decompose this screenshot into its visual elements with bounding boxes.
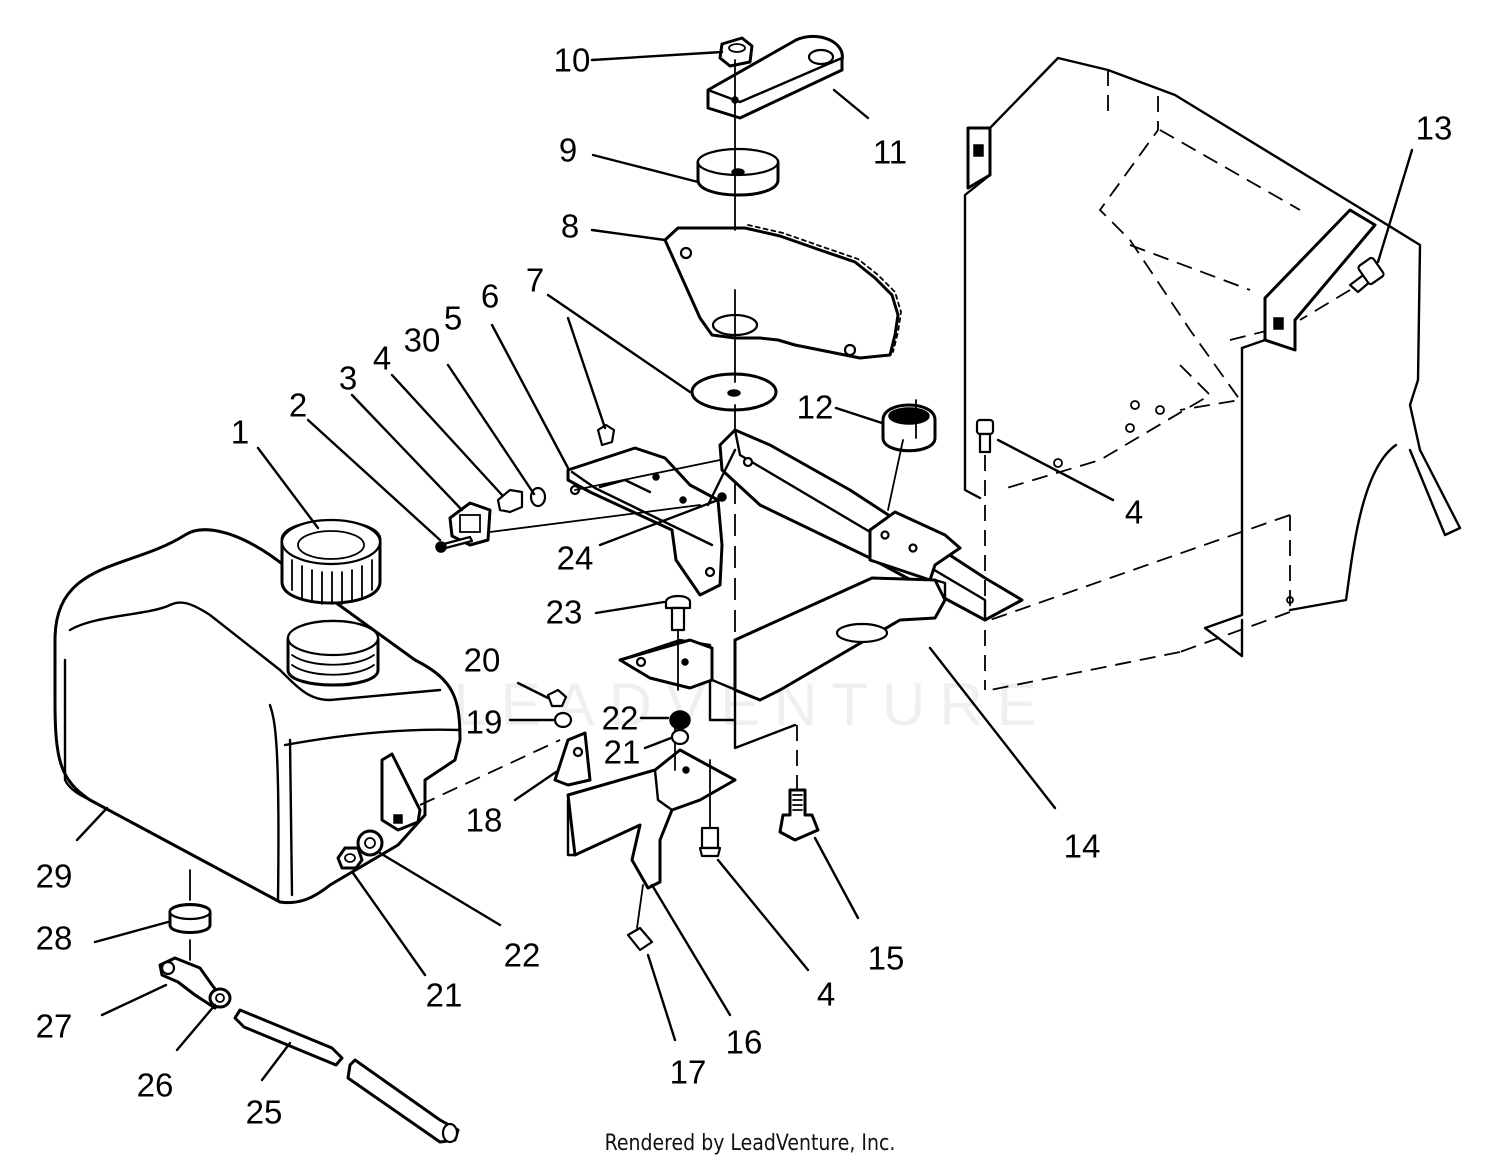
fuel-cap-1: [280, 518, 382, 605]
main-bracket-14: [618, 428, 1024, 750]
callout-c1: 1: [231, 414, 249, 451]
filler-neck: [286, 619, 380, 687]
fuel-hose-25: [233, 1008, 460, 1144]
callout-c8: 8: [561, 208, 579, 245]
shroud-hole: [1286, 596, 1294, 604]
callout-c7: 7: [526, 262, 544, 299]
callout-c16: 16: [726, 1024, 763, 1061]
callout-c13: 13: [1416, 110, 1453, 147]
callout-c28: 28: [36, 920, 73, 957]
callout-c17: 17: [670, 1054, 707, 1091]
callout-c4a: 4: [373, 340, 391, 377]
shroud-slot-left: [973, 144, 984, 157]
callout-c15: 15: [868, 940, 905, 977]
screw-2: [435, 535, 474, 553]
tank-bracket-18: [553, 731, 592, 787]
grommet-28: [168, 869, 212, 934]
callout-c2: 2: [289, 387, 307, 424]
switch-plate-3: [448, 501, 492, 547]
callout-c25: 25: [246, 1094, 283, 1131]
tank-mount-axis: [419, 739, 561, 806]
callout-c6: 6: [481, 278, 499, 315]
callout-c26: 26: [137, 1067, 174, 1104]
hardware-axis-2: [489, 504, 701, 533]
callout-c22a: 22: [602, 700, 639, 737]
nut-21-upper: [670, 728, 690, 746]
callout-c27: 27: [36, 1008, 73, 1045]
callout-c9: 9: [559, 132, 577, 169]
callout-c4b: 4: [1125, 494, 1143, 531]
callout-c21a: 21: [604, 734, 641, 771]
nut-21-tank: [336, 846, 364, 870]
callout-c14: 14: [1064, 828, 1101, 865]
callout-c10: 10: [554, 42, 591, 79]
nut-10: [718, 36, 754, 68]
bolt-4-upper: [975, 418, 995, 690]
carriage-bolt-23: [664, 594, 692, 691]
callout-c30: 30: [404, 322, 441, 359]
shroud-hole: [1155, 405, 1165, 415]
bolt-17: [626, 884, 654, 952]
gear-sector-8: [663, 224, 902, 360]
callout-c19: 19: [466, 704, 503, 741]
nut-20: [546, 688, 568, 708]
screw-13: [1299, 256, 1385, 321]
callout-c5: 5: [444, 300, 462, 337]
callout-c12: 12: [797, 389, 834, 426]
callout-c21b: 21: [426, 977, 463, 1014]
shroud-panel: [963, 56, 1462, 691]
washer-22-upper: [669, 710, 691, 730]
fuel-tank-29: [53, 528, 462, 905]
clamp-26: [208, 987, 232, 1009]
washer-22-tank: [356, 829, 384, 857]
footer-credit: Rendered by LeadVenture, Inc.: [604, 1131, 896, 1156]
callout-c4c: 4: [817, 976, 835, 1013]
washer-9: [696, 147, 780, 197]
support-bracket-16: [566, 724, 737, 890]
shroud-hole: [1130, 400, 1140, 410]
bolt-4-lower: [698, 759, 722, 858]
bracket-5: [566, 446, 737, 597]
callout-c18: 18: [466, 802, 503, 839]
callout-c22b: 22: [504, 937, 541, 974]
washer-30: [529, 486, 547, 508]
leader-lines: [75, 50, 1414, 1082]
callout-c20: 20: [464, 642, 501, 679]
shroud-hole: [1125, 423, 1135, 433]
bushing-4: [496, 488, 524, 514]
callout-c23: 23: [546, 594, 583, 631]
shroud-hole: [1053, 458, 1063, 468]
callout-c29: 29: [36, 858, 73, 895]
shroud-slot-right: [1273, 317, 1284, 330]
callout-c3: 3: [339, 360, 357, 397]
washer-19: [553, 711, 573, 729]
callout-c24: 24: [557, 540, 594, 577]
washer-7: [690, 372, 778, 412]
rivet-24: [717, 492, 727, 502]
callout-c11: 11: [873, 134, 907, 171]
hardware-axis-5: [574, 459, 721, 491]
grommet-12: [881, 399, 937, 511]
bolt-15: [778, 725, 820, 842]
